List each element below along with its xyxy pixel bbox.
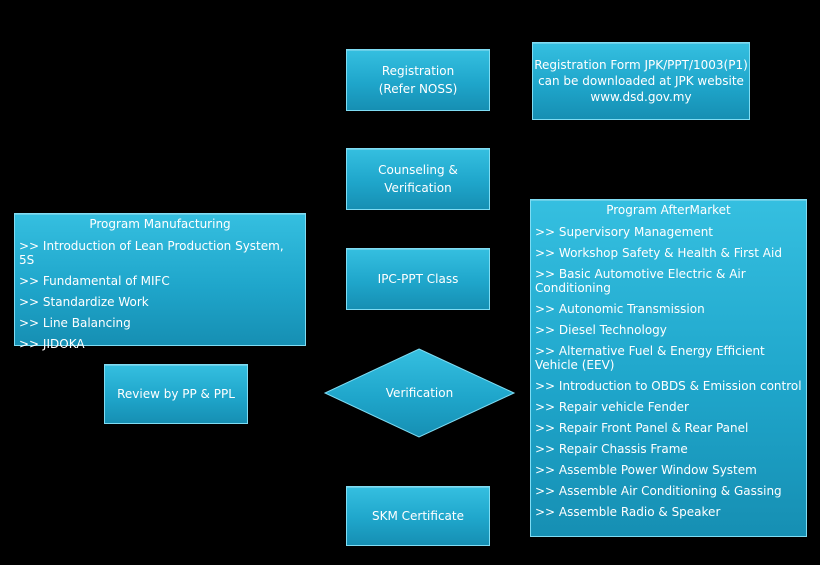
list-item: >> Repair Front Panel & Rear Panel	[535, 421, 749, 435]
list-item: >> Assemble Radio & Speaker	[535, 505, 721, 519]
registration-note-url: www.dsd.gov.my	[590, 90, 692, 104]
verification-label: Verification	[385, 386, 454, 400]
skm-certificate-label: SKM Certificate	[372, 509, 464, 523]
arrow-down-to-counseling	[398, 111, 438, 148]
ipc-class-box: IPC-PPT Class	[346, 248, 490, 310]
list-item: >> Line Balancing	[19, 316, 131, 330]
list-item: >> Workshop Safety & Health & First Aid	[535, 246, 782, 260]
program-aftermarket-title: Program AfterMarket	[606, 203, 731, 217]
list-item: >> Assemble Power Window System	[535, 463, 757, 477]
list-item: >> Diesel Technology	[535, 323, 667, 337]
registration-box: Registration (Refer NOSS)	[346, 49, 490, 111]
arrow-down-to-verification	[398, 310, 438, 348]
counseling-box: Counseling & Verification	[346, 148, 490, 210]
arrow-left-to-manufacturing	[306, 261, 346, 301]
program-manufacturing-title: Program Manufacturing	[89, 217, 231, 231]
review-label: Review by PP & PPL	[117, 387, 235, 401]
arrow-right-to-aftermarket	[490, 261, 530, 301]
registration-note-line: Registration Form JPK/PPT/1003(P1)	[534, 58, 748, 72]
counseling-label: Counseling &	[378, 163, 458, 177]
list-item: >> Basic Automotive Electric & Air Condi…	[535, 267, 746, 295]
list-item: >> JIDOKA	[19, 337, 85, 351]
review-box: Review by PP & PPL	[104, 364, 248, 424]
list-item: >> Introduction of Lean Production Syste…	[19, 239, 284, 267]
arrow-down-to-ipc	[398, 210, 438, 248]
registration-label: Registration	[381, 64, 455, 78]
registration-sub-label: (Refer NOSS)	[378, 82, 458, 96]
list-item: >> Assemble Air Conditioning & Gassing	[535, 484, 782, 498]
arrow-down-to-skm	[398, 444, 438, 482]
list-item: >> Fundamental of MIFC	[19, 274, 170, 288]
counseling-sub-label: Verification	[384, 181, 452, 195]
skm-certificate-box: SKM Certificate	[346, 486, 490, 546]
program-manufacturing-box: Program Manufacturing >> Introduction of…	[14, 213, 306, 351]
list-item: >> Introduction to OBDS & Emission contr…	[535, 379, 802, 393]
registration-note-line: can be downloaded at JPK website	[538, 74, 744, 88]
arrow-right-to-note	[492, 64, 532, 104]
registration-note-box: Registration Form JPK/PPT/1003(P1) can b…	[532, 42, 750, 120]
verification-diamond	[323, 348, 516, 438]
ipc-class-label: IPC-PPT Class	[377, 272, 459, 286]
list-item: >> Supervisory Management	[535, 225, 714, 239]
arrow-double-review	[250, 374, 322, 412]
list-item: >> Autonomic Transmission	[535, 302, 705, 316]
program-aftermarket-box: Program AfterMarket >> Supervisory Manag…	[530, 199, 807, 537]
list-item: >> Repair Chassis Frame	[535, 442, 688, 456]
list-item: >> Repair vehicle Fender	[535, 400, 689, 414]
list-item: >> Alternative Fuel & Energy Efficient V…	[535, 344, 765, 372]
list-item: >> Standardize Work	[19, 295, 149, 309]
